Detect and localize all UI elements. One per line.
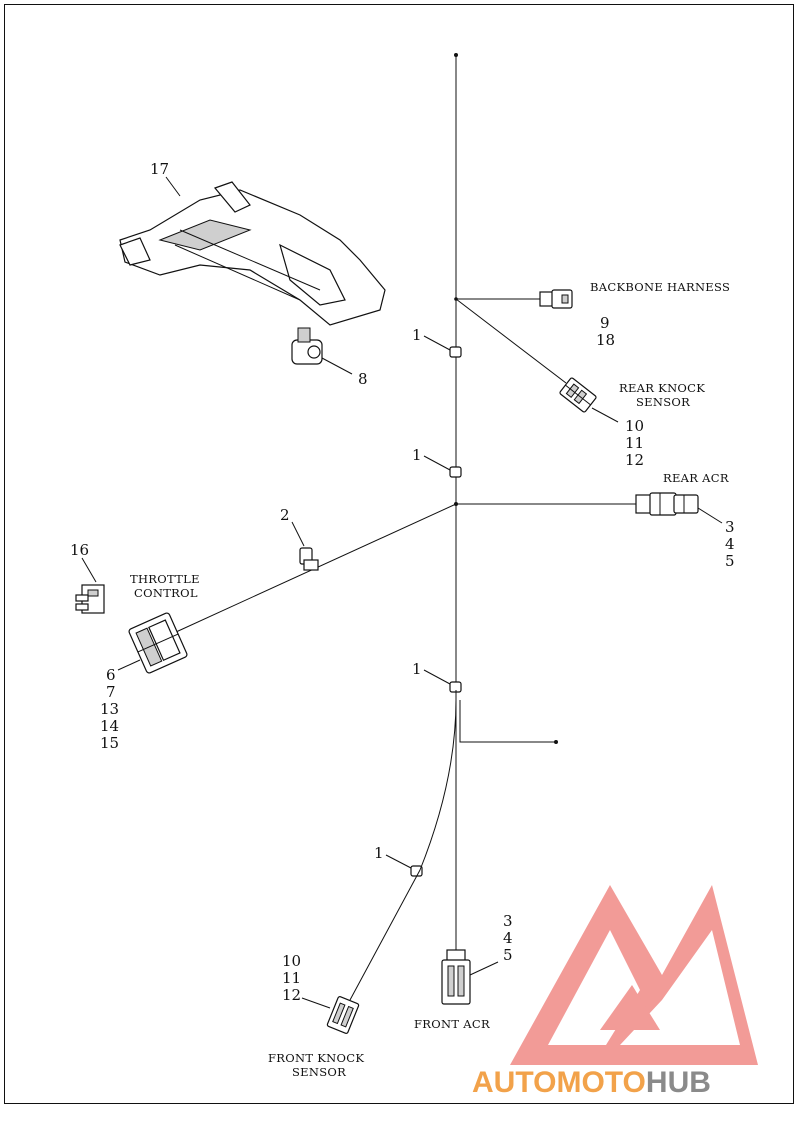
throttle-control-label: THROTTLE — [130, 572, 200, 586]
throttle-control-label-line2: CONTROL — [134, 586, 198, 600]
rear-knock-connector — [559, 377, 597, 413]
rear-knock-sensor-label-line2: SENSOR — [636, 395, 690, 409]
callout-throttle-1: 7 — [106, 683, 116, 701]
front-acr-label: FRONT ACR — [414, 1017, 490, 1031]
rear-acr-label: REAR ACR — [663, 471, 729, 485]
front-knock-leader — [301, 997, 331, 1009]
side-branch-end-dot — [554, 740, 558, 744]
rear-acr-connector — [635, 492, 699, 516]
watermark-hub: HUB — [646, 1066, 711, 1099]
automotohub-logo — [510, 885, 758, 1065]
callout-rear-acr-1: 4 — [725, 535, 735, 553]
watermark-moto: MOTO — [556, 1066, 645, 1099]
backbone-connector — [539, 289, 573, 309]
callout-17: 17 — [150, 160, 169, 178]
rear-knock-sensor-label: REAR KNOCK — [619, 381, 705, 395]
callout-front-acr-1: 4 — [503, 929, 513, 947]
callout-16: 16 — [70, 541, 89, 559]
callout-rear-acr-2: 5 — [725, 552, 735, 570]
callout-8: 8 — [358, 370, 368, 388]
callout-front-knock-2: 12 — [282, 986, 301, 1004]
clip-1b — [449, 466, 462, 478]
part-8-clip — [291, 327, 323, 365]
callout-rear-knock-0: 10 — [625, 417, 644, 435]
callout-throttle-2: 13 — [100, 700, 119, 718]
watermark-text: AUTOMOTOHUB — [472, 1066, 711, 1099]
callout-front-knock-0: 10 — [282, 952, 301, 970]
clip-1d — [410, 865, 423, 877]
rear-acr-leader — [697, 507, 723, 524]
callout-front-acr-0: 3 — [503, 912, 513, 930]
logo-inner-mark — [600, 985, 660, 1030]
callout-throttle-3: 14 — [100, 717, 119, 735]
callout-rear-knock-2: 12 — [625, 451, 644, 469]
callout-18: 18 — [596, 331, 615, 349]
backbone-harness-label: BACKBONE HARNESS — [590, 280, 730, 294]
callout-rear-acr-0: 3 — [725, 518, 735, 536]
diagram-frame — [4, 4, 794, 1104]
callout-9: 9 — [600, 314, 610, 332]
clip-1d-leader — [385, 854, 412, 869]
front-knock-wire — [349, 699, 457, 1001]
clip-1a — [449, 346, 462, 358]
front-knock-sensor-label-line2: SENSOR — [292, 1065, 346, 1079]
front-knock-sensor-label: FRONT KNOCK — [268, 1051, 364, 1065]
callout-1: 1 — [374, 844, 384, 862]
callout-rear-knock-1: 11 — [625, 434, 644, 452]
part-17-bracket — [119, 181, 386, 326]
callout-front-acr-2: 5 — [503, 946, 513, 964]
rear-knock-leader — [591, 407, 619, 423]
clip-1a-leader — [423, 335, 451, 351]
front-acr-connector — [441, 949, 471, 1005]
callout-2: 2 — [280, 506, 290, 524]
part-16-bracket — [75, 584, 105, 614]
part-17-leader — [165, 176, 181, 197]
callout-1: 1 — [412, 446, 422, 464]
callout-throttle-4: 15 — [100, 734, 119, 752]
callout-front-knock-1: 11 — [282, 969, 301, 987]
rear-knock-branch-wire — [455, 298, 567, 384]
clip-part-2 — [299, 547, 319, 571]
callout-throttle-0: 6 — [106, 666, 116, 684]
watermark-auto: AUTO — [472, 1066, 556, 1099]
clip-1b-leader — [423, 455, 451, 471]
clip-2-leader — [291, 521, 305, 547]
trunk-end-dot — [454, 53, 458, 57]
callout-1: 1 — [412, 326, 422, 344]
front-acr-leader — [469, 961, 499, 976]
throttle-leader — [117, 659, 141, 671]
part-16-leader — [81, 557, 97, 583]
front-knock-connector — [326, 996, 360, 1034]
clip-1c-leader — [423, 669, 451, 685]
part-8-leader — [321, 357, 353, 375]
callout-1: 1 — [412, 660, 422, 678]
side-branch-wire — [459, 700, 556, 743]
throttle-control-connector — [128, 612, 188, 674]
